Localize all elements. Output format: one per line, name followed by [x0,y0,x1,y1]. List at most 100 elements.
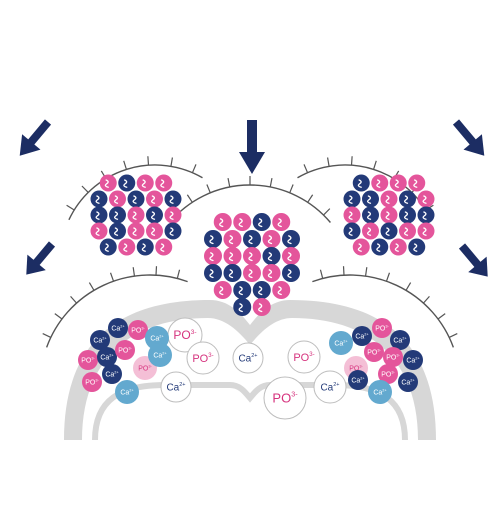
molecule-bead [91,207,108,224]
scaffold-tick [406,283,411,291]
scaffold-tick [55,314,62,319]
scaffold-tick [423,296,429,303]
molecule-bead [118,175,135,192]
scaffold-tick [449,334,457,338]
molecule-cluster-right [344,175,435,256]
molecule-bead [91,223,108,240]
molecule-bead [155,239,172,256]
molecule-bead [165,223,182,240]
molecule-bead [128,223,145,240]
calcium-ion: Ca2+ [108,318,128,338]
calcium-ion: Ca2+ [314,371,346,403]
molecule-bead [243,247,261,265]
scaffold-tick [177,270,179,279]
molecule-bead [118,239,135,256]
scaffold-tick [374,161,377,170]
arrow-down-right-icon [17,236,61,282]
scaffold-tick [352,156,353,165]
scaffold-tick [133,267,134,276]
arrow-down-left-icon [447,114,494,163]
molecule-bead [282,230,300,248]
molecule-bead [128,191,145,208]
molecule-bead [408,175,425,192]
molecule-bead [353,175,370,192]
molecule-bead [418,207,435,224]
phosphate-ion: PO3- [288,341,320,373]
calcium-ion: Ca2+ [161,372,191,402]
molecule-bead [390,175,407,192]
molecule-bead [362,191,379,208]
molecule-bead [418,191,435,208]
calcium-ion: Ca2+ [368,380,392,404]
molecule-bead [155,175,172,192]
scaffold-tick [324,209,330,215]
molecule-bead [390,239,407,256]
molecule-bead [399,207,416,224]
molecule-bead [146,207,163,224]
scaffold-tick [67,205,75,210]
molecule-bead [137,239,154,256]
phosphate-ion: PO3- [187,342,219,374]
molecule-bead [204,264,222,282]
molecule-bead [371,175,388,192]
scaffold-tick [438,314,445,319]
molecule-bead [233,281,251,299]
scaffold-tick [43,334,51,338]
molecule-cluster-left [91,175,182,256]
scaffold-tick [304,164,308,172]
molecule-bead [253,281,271,299]
molecule-bead [224,247,242,265]
molecule-bead [224,264,242,282]
phosphate-ion: PO3- [383,347,403,367]
molecule-bead [253,298,271,316]
scaffold-tick [328,157,330,166]
molecule-bead [137,175,154,192]
molecule-bead [282,264,300,282]
scaffold-tick [82,186,88,192]
calcium-ion: Ca2+ [329,331,353,355]
molecule-bead [399,191,416,208]
molecule-bead [109,191,126,208]
molecule-bead [109,223,126,240]
scaffold-tick [308,195,313,203]
molecule-bead [381,207,398,224]
scaffold-tick [386,273,389,281]
molecule-bead [381,191,398,208]
scaffold-tick [111,273,114,281]
phosphate-ion: PO3- [264,377,306,419]
scaffold-tick [89,283,94,291]
molecule-bead [165,191,182,208]
calcium-ion: Ca2+ [102,364,122,384]
scaffold-line [170,185,331,223]
molecule-clusters [91,175,435,317]
calcium-ion: Ca2+ [97,347,117,367]
phosphate-ion: PO3- [78,350,98,370]
inner-dentin-line [95,385,405,440]
scaffold-tick [228,178,230,187]
molecule-bead [146,223,163,240]
molecule-bead [253,213,271,231]
molecule-bead [214,213,232,231]
scaffold-tick [270,178,272,187]
scaffold-tick [187,195,192,203]
molecule-bead [263,247,281,265]
molecule-bead [418,223,435,240]
molecule-bead [100,175,117,192]
scaffold-tick [192,164,196,172]
calcium-ion: Ca2+ [398,372,418,392]
molecule-bead [204,247,222,265]
molecule-bead [272,213,290,231]
calcium-ion: Ca2+ [148,343,172,367]
calcium-ion: Ca2+ [403,350,423,370]
molecule-bead [344,207,361,224]
molecule-bead [362,223,379,240]
phosphate-ion: PO3- [128,320,148,340]
calcium-ion: Ca2+ [348,370,368,390]
calcium-ion: Ca2+ [115,380,139,404]
calcium-ion: Ca2+ [352,326,372,346]
molecule-bead [128,207,145,224]
scaffold-tick [207,184,210,192]
molecule-bead [371,239,388,256]
